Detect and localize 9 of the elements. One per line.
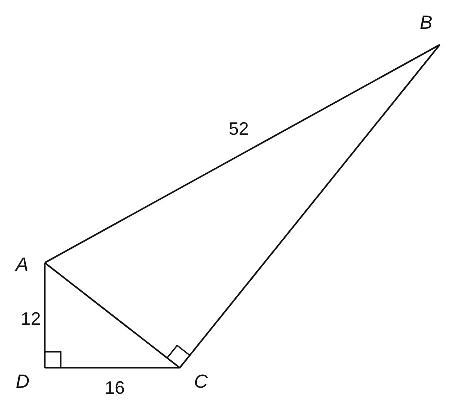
triangle-side	[179, 44, 441, 368]
triangle-side	[45, 367, 180, 369]
vertex-label: B	[420, 14, 433, 33]
triangle-side	[44, 262, 180, 369]
triangle-side	[44, 263, 46, 368]
vertex-label: A	[16, 256, 29, 275]
vertex-label: D	[16, 373, 30, 392]
triangle-side	[44, 44, 440, 264]
vertex-label: C	[194, 373, 208, 392]
